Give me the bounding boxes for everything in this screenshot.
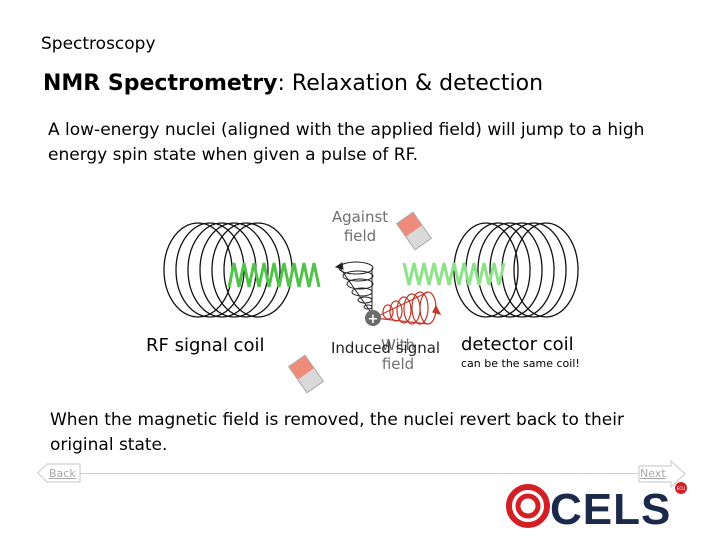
- detector-coil-label: detector coil: [461, 334, 574, 355]
- page-title: NMR Spectrometry: Relaxation & detection: [43, 71, 543, 96]
- induced-signal-label: Induced signal: [331, 339, 441, 357]
- intro-paragraph: A low-energy nuclei (aligned with the ap…: [48, 120, 645, 165]
- nav-divider: [40, 473, 680, 474]
- next-arrow-shape[interactable]: [637, 460, 687, 488]
- nucleus: +: [365, 310, 381, 327]
- against-field-line1: Against: [331, 208, 389, 226]
- magnet-top: [395, 211, 433, 251]
- rf-wave: [227, 262, 321, 288]
- nmr-diagram: +: [163, 211, 579, 394]
- back-button[interactable]: Back: [49, 467, 76, 480]
- breadcrumb: Spectroscopy: [41, 34, 156, 54]
- nucleus-symbol: +: [368, 312, 379, 327]
- same-coil-note: can be the same coil!: [461, 357, 580, 370]
- next-button[interactable]: Next: [640, 467, 666, 480]
- title-rest: : Relaxation & detection: [277, 71, 544, 96]
- against-field-label: Against field: [318, 208, 402, 246]
- rf-signal-coil-label: RF signal coil: [146, 335, 265, 356]
- outro-paragraph: When the magnetic field is removed, the …: [50, 410, 624, 455]
- magnet-bottom: [287, 354, 325, 394]
- back-arrow-shape[interactable]: [36, 462, 82, 484]
- with-field-line2: field: [381, 355, 415, 373]
- cels-logo: CELS ECU: [506, 482, 687, 532]
- with-field-label: With field: [356, 336, 440, 374]
- title-bold: NMR Spectrometry: [43, 71, 278, 96]
- against-field-line2: field: [343, 227, 377, 245]
- with-field-line1: With: [380, 336, 416, 354]
- precession-cone-against: [334, 261, 374, 315]
- detector-wave: [402, 262, 506, 286]
- precession-cone-with: [373, 291, 442, 325]
- logo-badge: ECU: [677, 486, 685, 491]
- logo-text: CELS: [550, 485, 671, 532]
